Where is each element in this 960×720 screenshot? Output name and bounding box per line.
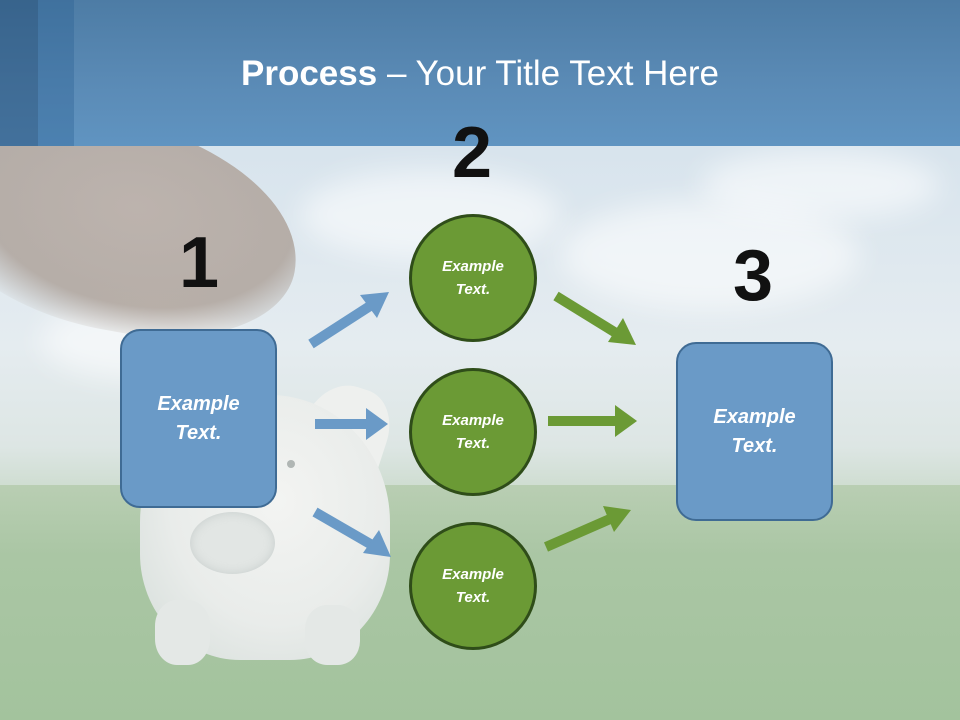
title-bold-text: Process: [241, 54, 378, 93]
circle-middle[interactable]: Example Text.: [409, 368, 537, 496]
start-box[interactable]: Example Text.: [120, 329, 277, 508]
circle-middle-text: Example Text.: [442, 412, 504, 452]
step-number-2: 2: [451, 113, 493, 193]
banner-stripe: [0, 0, 38, 146]
cloud: [700, 150, 940, 220]
piggy-bank-leg: [305, 605, 360, 665]
circle-top-text: Example Text.: [442, 258, 504, 298]
slide-title[interactable]: Process – Your Title Text Here: [0, 52, 960, 96]
circle-bottom-text: Example Text.: [442, 566, 504, 606]
piggy-bank-snout: [190, 512, 275, 574]
step-number-1: 1: [178, 223, 220, 303]
end-box-text: Example Text.: [713, 405, 796, 457]
step-number-3: 3: [732, 236, 774, 316]
start-box-text: Example Text.: [157, 392, 240, 444]
title-banner: [0, 0, 960, 146]
circle-bottom[interactable]: Example Text.: [409, 522, 537, 650]
circle-top[interactable]: Example Text.: [409, 214, 537, 342]
piggy-bank-leg: [155, 600, 210, 665]
banner-stripe: [38, 0, 74, 146]
piggy-bank-eye: [287, 460, 295, 468]
title-rest-text: – Your Title Text Here: [377, 54, 719, 93]
end-box[interactable]: Example Text.: [676, 342, 833, 521]
